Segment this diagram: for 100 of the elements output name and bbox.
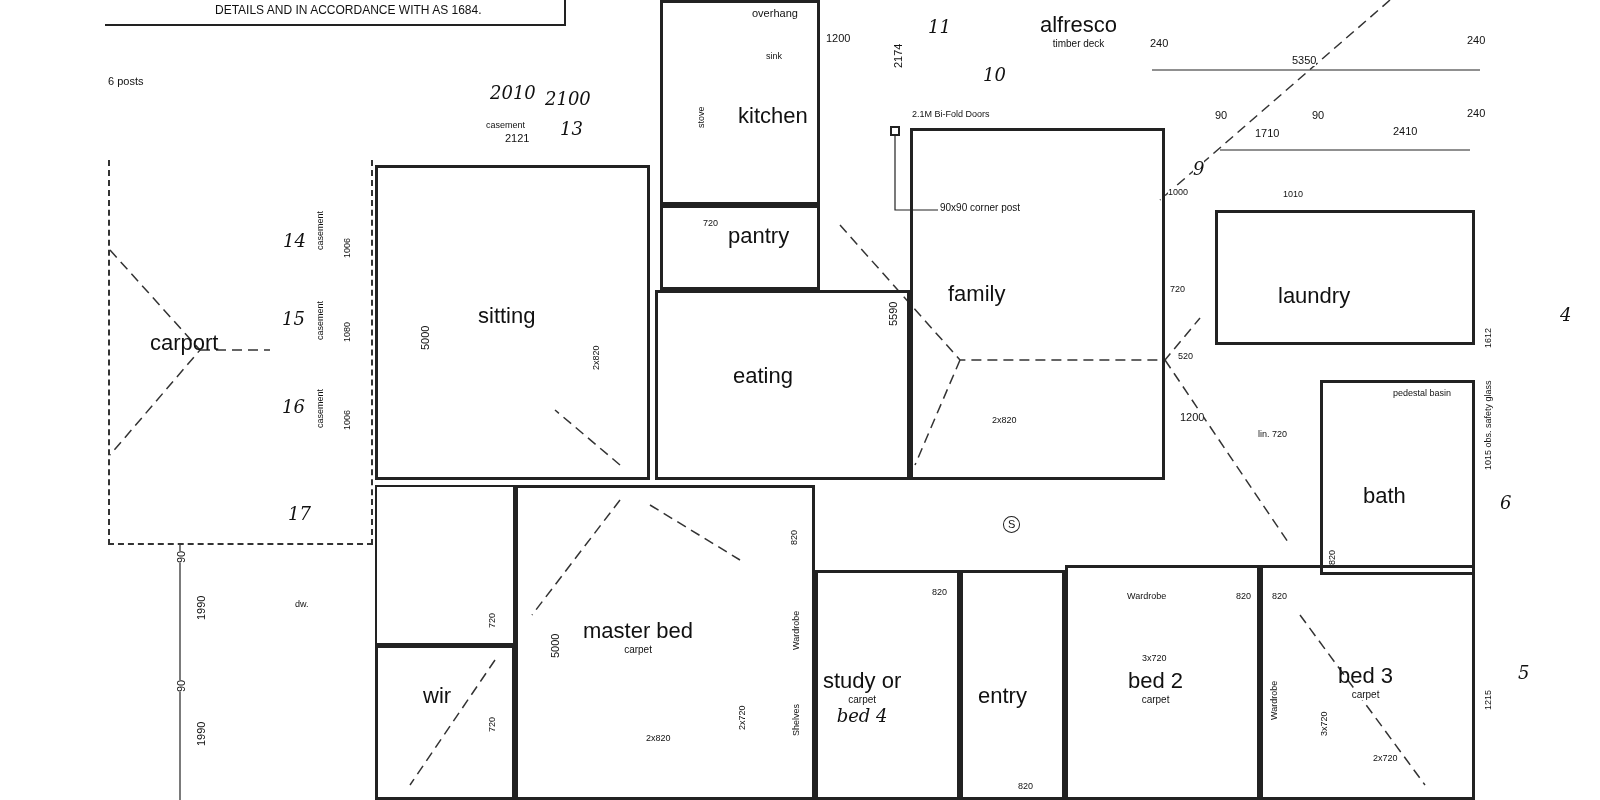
- dimension-text: 2x820: [592, 345, 601, 370]
- dimension-text: 1612: [1484, 327, 1493, 348]
- dimension-text: stove: [697, 106, 706, 128]
- room-outline: [815, 570, 960, 800]
- room-outline: [375, 165, 650, 480]
- dimension-text: lin. 720: [1258, 430, 1288, 439]
- room-label: laundry: [1278, 283, 1351, 309]
- room-outline: [660, 205, 820, 290]
- room-label: bed 3: [1338, 663, 1394, 689]
- dimension-text: casement: [316, 210, 325, 250]
- dimension-text: Wardrobe: [1127, 592, 1167, 601]
- dimension-text: 5000: [550, 633, 561, 658]
- handwritten-note: 2100: [545, 90, 591, 108]
- dimension-text: 1015 obs. safety glass: [1484, 380, 1493, 470]
- room-label: bed 4: [836, 705, 888, 726]
- dimension-text: 820: [1018, 782, 1034, 791]
- dimension-text: casement: [486, 121, 526, 130]
- dimension-text: 1006: [343, 237, 352, 258]
- dimension-text: 820: [1328, 549, 1337, 565]
- handwritten-note: 2010: [490, 84, 536, 102]
- handwritten-note: 14: [283, 232, 306, 250]
- room-outline: [375, 645, 515, 800]
- handwritten-note: 4: [1560, 306, 1572, 324]
- dimension-text: 240: [1467, 108, 1486, 119]
- handwritten-note: 5: [1518, 664, 1530, 682]
- floor-finish-note: carpet: [1351, 689, 1380, 700]
- handwritten-note: 10: [983, 66, 1006, 84]
- callout-text: 90x90 corner post: [940, 202, 1021, 213]
- room-label: pantry: [728, 223, 790, 249]
- dimension-text: 2410: [1393, 126, 1418, 137]
- room-label: family: [948, 281, 1006, 307]
- dimension-text: 1200: [1180, 412, 1205, 423]
- dimension-text: 820: [1272, 592, 1288, 601]
- room-label: study or: [823, 668, 902, 694]
- dimension-text: 1080: [343, 321, 352, 342]
- room-outline: [515, 485, 815, 800]
- dimension-text: 720: [703, 219, 719, 228]
- floor-finish-note: timber deck: [1052, 38, 1105, 49]
- room-label: eating: [733, 363, 793, 389]
- dimension-text: 5000: [420, 325, 431, 350]
- corner-post: [890, 126, 900, 136]
- room-label: master bed: [583, 618, 694, 644]
- room-label: alfresco: [1040, 12, 1118, 38]
- dimension-text: 1000: [1168, 188, 1189, 197]
- dimension-text: sink: [766, 52, 782, 61]
- dimension-text: 2174: [893, 43, 904, 68]
- dimension-text: casement: [316, 388, 325, 428]
- room-outline: [960, 570, 1065, 800]
- leader-line: [894, 135, 939, 211]
- room-label: sitting: [478, 303, 536, 329]
- room-label: carport: [150, 330, 219, 356]
- dimension-text: 2x720: [738, 705, 747, 730]
- floor-finish-note: carpet: [848, 694, 877, 705]
- handwritten-note: 9: [1193, 160, 1205, 178]
- dimension-text: pedestal basin: [1393, 389, 1452, 398]
- smoke-detector-symbol: S: [1003, 516, 1021, 533]
- room-label: bed 2: [1128, 668, 1184, 694]
- dimension-text: 3x720: [1320, 711, 1329, 736]
- dimension-text: 720: [488, 716, 497, 732]
- dimension-text: 90: [1312, 110, 1325, 121]
- floor-finish-note: carpet: [624, 644, 652, 655]
- dimension-text: 90: [176, 679, 187, 692]
- dimension-text: 720: [488, 612, 497, 628]
- room-label: bath: [1363, 483, 1406, 509]
- dimension-text: 2x820: [992, 416, 1017, 425]
- dimension-text: 2x820: [646, 734, 671, 743]
- note-text: DETAILS AND IN ACCORDANCE WITH AS 1684.: [215, 4, 482, 16]
- handwritten-note: 17: [288, 505, 311, 523]
- dimension-text: 1006: [343, 409, 352, 430]
- dimension-text: dw.: [295, 600, 309, 609]
- dimension-text: 5590: [888, 301, 899, 326]
- room-outline: [1065, 565, 1260, 800]
- handwritten-note: 13: [560, 120, 583, 138]
- room-label: wir: [423, 683, 452, 709]
- dimension-text: 6 posts: [108, 76, 144, 87]
- dimension-text: 2x720: [1373, 754, 1398, 763]
- dimension-text: 240: [1467, 35, 1486, 46]
- dimension-text: 90: [1215, 110, 1228, 121]
- room-outline: [1215, 210, 1475, 345]
- room-outline: [375, 485, 515, 645]
- room-label: entry: [978, 683, 1027, 709]
- dimension-text: casement: [316, 300, 325, 340]
- dimension-text: overhang: [752, 8, 798, 19]
- dimension-text: 1990: [196, 595, 207, 620]
- dimension-text: 820: [790, 529, 799, 545]
- handwritten-note: 16: [282, 398, 305, 416]
- room-outline: [910, 128, 1165, 480]
- dimension-text: 520: [1178, 352, 1194, 361]
- room-outline: [1320, 380, 1475, 575]
- dimension-text: 720: [1170, 285, 1186, 294]
- floor-finish-note: carpet: [1141, 694, 1170, 705]
- room-outline: [1260, 565, 1475, 800]
- room-outline: [655, 290, 910, 480]
- dimension-text: 2121: [505, 133, 530, 144]
- dimension-text: Shelves: [792, 703, 801, 736]
- handwritten-note: 15: [282, 310, 305, 328]
- room-outline: [660, 0, 820, 205]
- dimension-text: 1990: [196, 721, 207, 746]
- dimension-text: 820: [932, 588, 948, 597]
- dimension-text: 240: [1150, 38, 1169, 49]
